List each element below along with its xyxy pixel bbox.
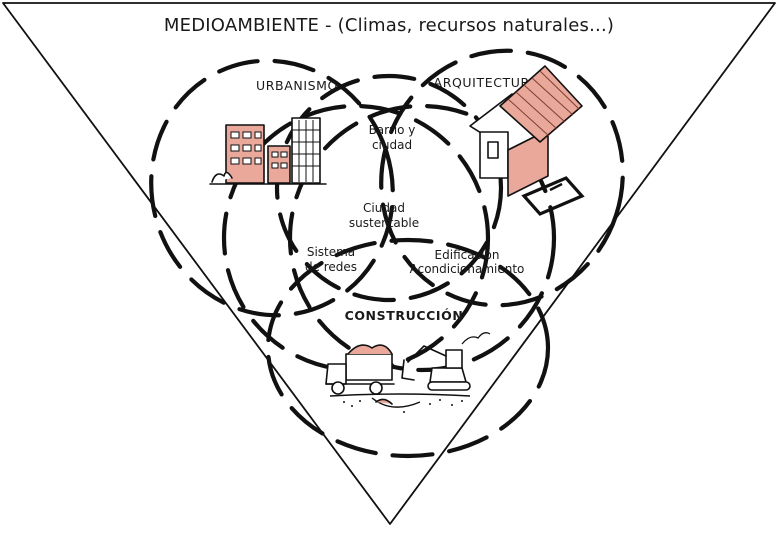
arquitectura-bubble [379, 48, 625, 308]
outer-triangle [2, 2, 776, 525]
construccion-bubble [265, 237, 551, 459]
ground-trench [329, 393, 471, 413]
inner-circle-top [274, 73, 504, 303]
buildings-icon [209, 117, 327, 185]
construccion-label: CONSTRUCCIÓN [345, 308, 464, 323]
truck-icon [325, 344, 395, 395]
ciudad-sustentable-line1: Ciudad [363, 201, 405, 215]
house-icon [469, 65, 585, 216]
diagram-title: MEDIOAMBIENTE - (Climas, recursos natura… [164, 15, 614, 36]
excavator-icon [401, 332, 491, 391]
edificacion-line1: Edificación [435, 248, 500, 262]
arquitectura-label: ARQUITECTURA [434, 75, 539, 90]
sistema-redes-line2: de redes [305, 260, 357, 274]
edificacion-line2: Acondicionamiento [410, 262, 525, 276]
barrio-label-line1: Barrio y [369, 123, 416, 137]
sistema-redes-line1: Sistema [307, 245, 355, 259]
barrio-label-line2: ciudad [372, 138, 412, 152]
urbanismo-label: URBANISMO [256, 78, 338, 93]
ciudad-sustentable-line2: sustentable [349, 216, 419, 230]
